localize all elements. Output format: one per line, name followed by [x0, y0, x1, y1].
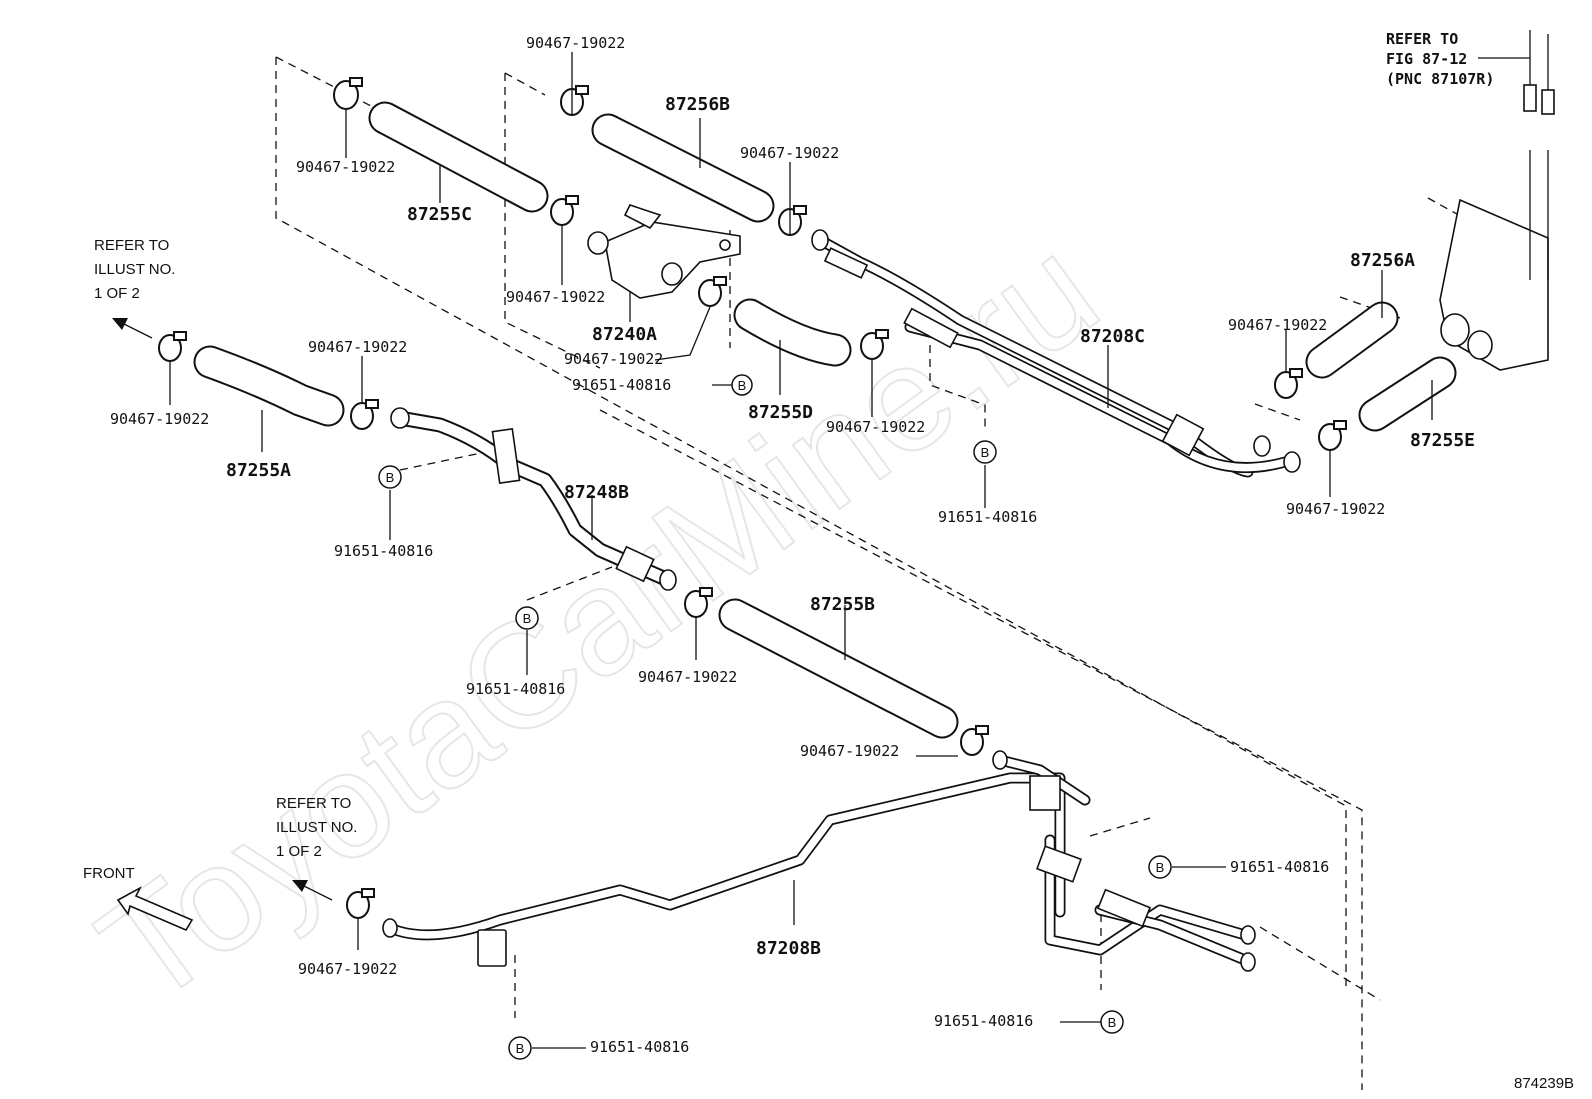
refer-fig-note: REFER TO FIG 87-12 (PNC 87107R) — [1386, 30, 1494, 88]
pipe-87208C — [811, 229, 1301, 478]
hose-87255A — [193, 345, 345, 427]
svg-text:1 OF 2: 1 OF 2 — [94, 285, 140, 302]
label-bolt: 91651-40816 — [466, 680, 565, 698]
label-bolt: 91651-40816 — [938, 508, 1037, 526]
clamp-icon — [333, 77, 363, 110]
svg-text:B: B — [386, 470, 395, 485]
label-clamp: 90467-19022 — [638, 668, 737, 686]
clamp-icon — [860, 329, 889, 360]
label-clamp: 90467-19022 — [296, 158, 395, 176]
svg-text:FIG 87-12: FIG 87-12 — [1386, 50, 1467, 68]
refer-arrow-icon — [292, 880, 333, 901]
bolt-icon: B — [1100, 1010, 1124, 1034]
bolt-icon: B — [731, 374, 753, 396]
svg-text:REFER TO: REFER TO — [1386, 30, 1458, 48]
clamp-icon — [698, 276, 727, 307]
svg-text:B: B — [1108, 1015, 1117, 1030]
bolt-icon: B — [378, 465, 402, 489]
bolt-symbols: B B B B B B B — [378, 374, 1172, 1060]
front-label: FRONT — [83, 865, 135, 882]
clamps — [158, 77, 1347, 919]
label-87240A: 87240A — [592, 324, 657, 345]
clamp-icon — [778, 205, 807, 236]
clamp-icon — [158, 331, 187, 362]
bolt-icon: B — [1148, 855, 1172, 879]
svg-text:B: B — [516, 1041, 525, 1056]
svg-text:B: B — [1156, 860, 1165, 875]
label-clamp: 90467-19022 — [740, 144, 839, 162]
label-87256A: 87256A — [1350, 250, 1415, 271]
front-arrow-icon — [116, 886, 194, 932]
label-87255B: 87255B — [810, 594, 875, 615]
svg-text:1 OF 2: 1 OF 2 — [276, 843, 322, 860]
clamp-icon — [1318, 420, 1347, 451]
label-clamp: 90467-19022 — [826, 418, 925, 436]
label-87256B: 87256B — [665, 94, 730, 115]
label-clamp: 90467-19022 — [564, 350, 663, 368]
bolt-icon: B — [515, 606, 539, 630]
label-87208B: 87208B — [756, 938, 821, 959]
valve-87240A — [587, 204, 741, 299]
part-labels: 90467-19022 90467-19022 90467-19022 9046… — [110, 34, 1475, 1056]
hose-87255E — [1358, 356, 1457, 432]
hose-87256B — [591, 113, 775, 223]
label-bolt: 91651-40816 — [1230, 858, 1329, 876]
hose-87255B — [718, 598, 959, 739]
hose-87255C — [368, 101, 549, 213]
pipe-87208B — [382, 750, 1256, 972]
refer-arrow-icon — [112, 318, 153, 339]
pipe-87248B — [390, 407, 677, 591]
clamp-icon — [346, 888, 375, 919]
clamp-icon — [684, 587, 713, 618]
svg-text:B: B — [523, 611, 532, 626]
label-87208C: 87208C — [1080, 326, 1145, 347]
label-clamp: 90467-19022 — [308, 338, 407, 356]
svg-text:REFER TO: REFER TO — [276, 795, 351, 812]
label-bolt: 91651-40816 — [572, 376, 671, 394]
clamp-icon — [960, 725, 989, 756]
svg-text:ILLUST NO.: ILLUST NO. — [276, 819, 357, 836]
svg-text:(PNC 87107R): (PNC 87107R) — [1386, 70, 1494, 88]
label-87255D: 87255D — [748, 402, 813, 423]
figure-id: 874239B — [1514, 1075, 1574, 1092]
refer-illust-note-upper: REFER TO ILLUST NO. 1 OF 2 — [94, 237, 175, 302]
clamp-icon — [550, 195, 579, 226]
leader-lines — [169, 52, 1530, 1049]
label-clamp: 90467-19022 — [1228, 316, 1327, 334]
label-bolt: 91651-40816 — [590, 1038, 689, 1056]
label-bolt: 91651-40816 — [934, 1012, 1033, 1030]
label-clamp: 90467-19022 — [506, 288, 605, 306]
hose-87256A — [1305, 301, 1399, 379]
svg-text:B: B — [981, 445, 990, 460]
label-clamp: 90467-19022 — [298, 960, 397, 978]
label-clamp: 90467-19022 — [526, 34, 625, 52]
label-clamp: 90467-19022 — [1286, 500, 1385, 518]
bolt-icon: B — [973, 440, 997, 464]
hose-87255D — [733, 298, 852, 367]
clamp-icon — [1274, 368, 1303, 399]
svg-text:ILLUST NO.: ILLUST NO. — [94, 261, 175, 278]
label-87248B: 87248B — [564, 482, 629, 503]
svg-text:B: B — [738, 378, 747, 393]
label-87255C: 87255C — [407, 204, 472, 225]
heater-unit — [1439, 30, 1555, 371]
svg-text:REFER TO: REFER TO — [94, 237, 169, 254]
label-clamp: 90467-19022 — [110, 410, 209, 428]
label-bolt: 91651-40816 — [334, 542, 433, 560]
bolt-icon: B — [508, 1036, 532, 1060]
label-87255A: 87255A — [226, 460, 291, 481]
label-clamp: 90467-19022 — [800, 742, 899, 760]
clamp-icon — [350, 399, 379, 430]
clamp-icon — [560, 85, 589, 116]
refer-illust-note-lower: REFER TO ILLUST NO. 1 OF 2 — [276, 795, 357, 860]
label-87255E: 87255E — [1410, 430, 1475, 451]
